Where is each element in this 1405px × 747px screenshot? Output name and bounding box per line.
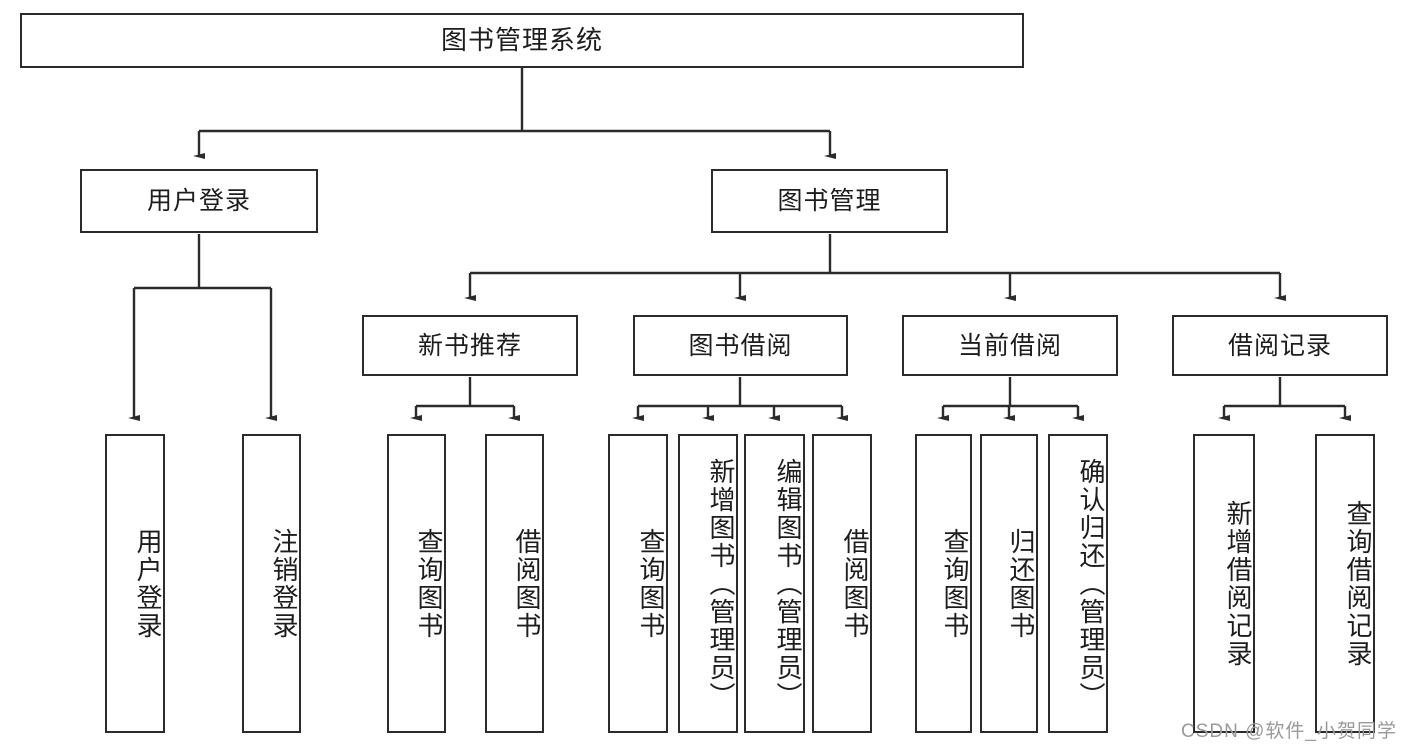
node-label: 图书管理 [777, 187, 882, 215]
node-label: 借阅记录 [1227, 331, 1332, 360]
node-new-book-recommend[interactable]: 新书推荐 [362, 315, 578, 376]
node-book-management[interactable]: 图书管理 [711, 169, 948, 233]
node-label: 图书管理系统 [440, 24, 603, 55]
node-label: 新书推荐 [417, 331, 522, 360]
node-book-borrow[interactable]: 图书借阅 [633, 315, 848, 376]
leaf-new-book-borrow-book[interactable]: 借阅图书 [485, 434, 544, 733]
watermark: CSDN @软件_小贺同学 [1181, 721, 1397, 742]
node-borrow-record[interactable]: 借阅记录 [1172, 315, 1388, 376]
node-label: 查询图书 [636, 527, 666, 640]
node-label: 查询借阅记录 [1343, 499, 1373, 668]
node-label: 当前借阅 [957, 331, 1062, 360]
leaf-borrow-record-add-record[interactable]: 新增借阅记录 [1193, 434, 1255, 733]
node-label: 新增图书（管理员） [706, 457, 736, 710]
leaf-current-borrow-query-book[interactable]: 查询图书 [915, 434, 972, 733]
leaf-user-login-logout[interactable]: 注销登录 [242, 434, 301, 733]
leaf-user-login-login[interactable]: 用户登录 [105, 434, 165, 733]
node-label: 归还图书 [1006, 527, 1036, 640]
leaf-current-borrow-return-book[interactable]: 归还图书 [980, 434, 1038, 733]
leaf-book-borrow-edit-book-admin[interactable]: 编辑图书（管理员） [744, 434, 805, 733]
node-current-borrow[interactable]: 当前借阅 [902, 315, 1118, 376]
node-root-book-management-system[interactable]: 图书管理系统 [20, 13, 1024, 68]
leaf-current-borrow-confirm-return-admin[interactable]: 确认归还（管理员） [1048, 434, 1108, 733]
leaf-book-borrow-query-book[interactable]: 查询图书 [608, 434, 668, 733]
leaf-borrow-record-query-record[interactable]: 查询借阅记录 [1315, 434, 1375, 733]
node-label: 图书借阅 [688, 331, 793, 360]
node-label: 注销登录 [269, 527, 299, 640]
node-label: 用户登录 [133, 527, 163, 640]
leaf-book-borrow-borrow-book[interactable]: 借阅图书 [812, 434, 872, 733]
node-label: 查询图书 [414, 527, 444, 640]
node-label: 确认归还（管理员） [1076, 457, 1106, 710]
node-label: 新增借阅记录 [1223, 499, 1253, 668]
node-label: 借阅图书 [512, 527, 542, 640]
node-label: 编辑图书（管理员） [773, 457, 803, 710]
node-label: 查询图书 [940, 527, 970, 640]
node-user-login[interactable]: 用户登录 [80, 169, 318, 233]
node-label: 用户登录 [146, 187, 251, 215]
node-label: 借阅图书 [840, 527, 870, 640]
leaf-book-borrow-add-book-admin[interactable]: 新增图书（管理员） [678, 434, 738, 733]
leaf-new-book-query-book[interactable]: 查询图书 [387, 434, 446, 733]
